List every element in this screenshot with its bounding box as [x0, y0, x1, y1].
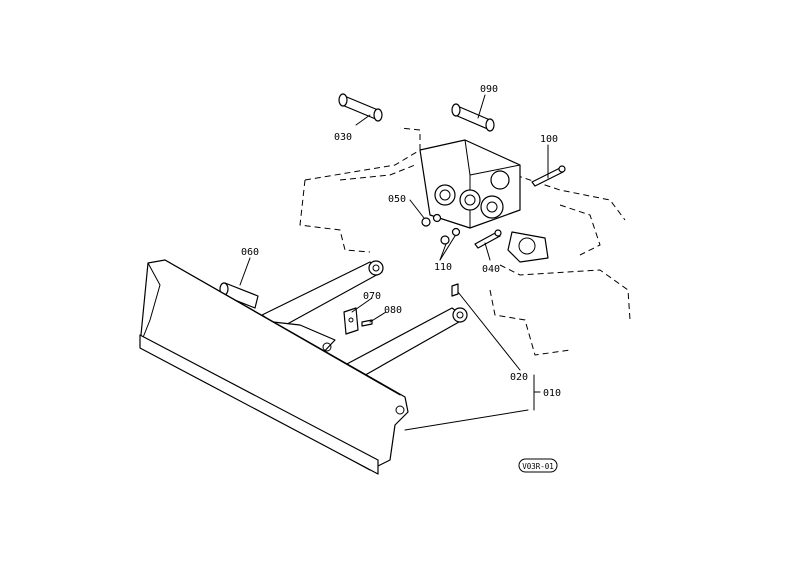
label-110: 110	[434, 262, 452, 273]
pin-020	[451, 283, 459, 297]
label-010: 010	[543, 388, 561, 399]
blade	[139, 259, 409, 475]
label-070: 070	[363, 291, 381, 302]
plate-070	[343, 307, 359, 335]
label-020: 020	[510, 372, 528, 383]
label-040: 040	[482, 264, 500, 275]
drawing-code-badge: V03R-01	[518, 458, 558, 473]
leader-lines	[239, 94, 549, 431]
pin-030	[338, 93, 383, 122]
nut-110	[440, 227, 461, 245]
label-090: 090	[480, 84, 498, 95]
label-060: 060	[241, 247, 259, 258]
part-labels: 030 090 100 050 110 040 060 070 080 020 …	[241, 84, 561, 399]
label-050: 050	[388, 194, 406, 205]
drawing-code: V03R-01	[522, 462, 554, 471]
washer-050	[421, 213, 442, 227]
bolt-080	[361, 319, 373, 327]
mount-bracket	[419, 139, 549, 263]
pin-090	[451, 103, 495, 132]
bolt-040	[474, 229, 502, 249]
label-100: 100	[540, 134, 558, 145]
label-080: 080	[384, 305, 402, 316]
label-030: 030	[334, 132, 352, 143]
